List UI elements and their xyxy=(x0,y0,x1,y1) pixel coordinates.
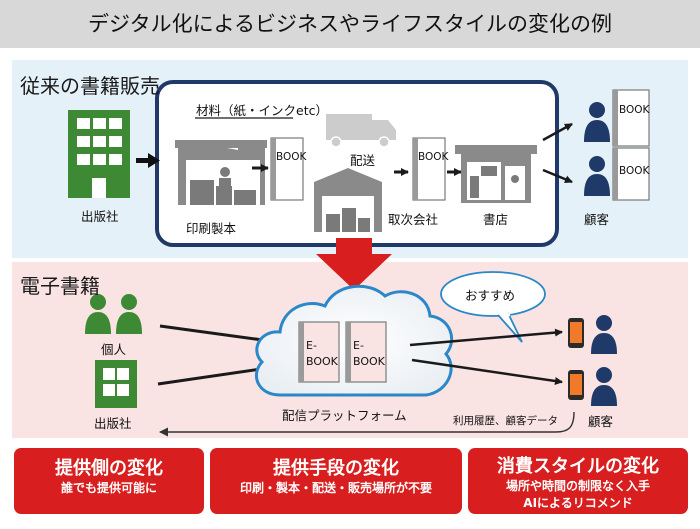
change-box-means: 提供手段の変化 印刷・製本・配送・販売場所が不要 xyxy=(210,448,462,514)
customer-person-icon xyxy=(591,315,617,354)
ebook-label: E- BOOK xyxy=(306,338,338,370)
smartphone-icon xyxy=(568,318,584,348)
arrow-individual-to-platform xyxy=(159,324,271,345)
book-label: BOOK xyxy=(276,151,307,163)
book-label: BOOK xyxy=(619,104,650,116)
usage-data-return-arrow xyxy=(159,411,575,437)
customer-person-icon xyxy=(584,156,610,196)
customer-label: 顧客 xyxy=(584,212,610,227)
recommend-speech-bubble xyxy=(440,271,546,343)
individual-label: 個人 xyxy=(101,342,127,357)
arrow-platform-to-customer xyxy=(411,358,563,385)
change-box-provider: 提供側の変化 誰でも提供可能に xyxy=(14,448,204,514)
digital-section-heading: 電子書籍 xyxy=(20,274,100,298)
publisher-building-icon xyxy=(95,360,137,408)
platform-label: 配信プラットフォーム xyxy=(282,408,407,423)
ebook-label-line: E- xyxy=(306,339,317,352)
customer-person-icon xyxy=(591,367,617,406)
ebook-label-line: BOOK xyxy=(353,355,385,368)
delivery-truck-icon xyxy=(326,114,396,148)
book-icon xyxy=(270,137,304,201)
change-title: 消費スタイルの変化 xyxy=(497,456,659,477)
transition-down-arrow xyxy=(316,238,392,290)
ebook-icon xyxy=(298,321,340,383)
book-label: BOOK xyxy=(418,151,449,163)
individual-person-icon xyxy=(116,294,142,334)
bookstore-icon xyxy=(455,145,537,203)
ebook-label-line: E- xyxy=(353,339,364,352)
publisher-label: 出版社 xyxy=(81,209,119,224)
distributor-warehouse-icon xyxy=(314,168,382,232)
change-title: 提供側の変化 xyxy=(55,458,163,479)
change-description: 印刷・製本・配送・販売場所が不要 xyxy=(239,481,432,495)
usage-data-label: 利用履歴、顧客データ xyxy=(453,415,558,427)
page-title: デジタル化によるビジネスやライフスタイルの変化の例 xyxy=(0,0,700,48)
individual-person-icon xyxy=(85,294,111,334)
publisher-building-icon xyxy=(68,110,130,198)
printing-label: 印刷製本 xyxy=(186,221,237,236)
book-icon xyxy=(612,147,650,201)
arrow-publisher-to-printing xyxy=(136,153,160,168)
arrow-bookstore-to-customer xyxy=(542,122,573,142)
arrow-platform-to-customer xyxy=(409,328,563,347)
change-description: AIによるリコメンド xyxy=(523,496,633,510)
bookstore-label: 書店 xyxy=(483,212,509,227)
publisher-label: 出版社 xyxy=(94,416,132,431)
change-description: 場所や時間の制限なく入手 xyxy=(505,479,650,493)
change-title: 提供手段の変化 xyxy=(273,458,399,479)
smartphone-icon xyxy=(568,370,584,400)
customer-label: 顧客 xyxy=(588,414,614,429)
change-description: 誰でも提供可能に xyxy=(60,481,157,495)
book-icon xyxy=(612,89,650,147)
customer-person-icon xyxy=(584,102,610,142)
ebook-label-line: BOOK xyxy=(306,355,338,368)
ebook-label: E- BOOK xyxy=(353,338,385,370)
printing-factory-icon xyxy=(175,140,267,205)
delivery-label: 配送 xyxy=(350,153,376,168)
arrow-publisher-to-platform xyxy=(157,365,269,386)
book-icon xyxy=(412,137,446,201)
change-box-consumption: 消費スタイルの変化 場所や時間の制限なく入手 AIによるリコメンド xyxy=(468,448,688,514)
arrow-bookstore-to-customer xyxy=(542,168,573,184)
ebook-icon xyxy=(345,321,387,383)
traditional-section-heading: 従来の書籍販売 xyxy=(20,74,160,98)
recommend-label: おすすめ xyxy=(465,288,516,303)
book-label: BOOK xyxy=(619,165,650,177)
distributor-label: 取次会社 xyxy=(388,212,439,227)
materials-label: 材料（紙・インクetc） xyxy=(196,103,328,118)
